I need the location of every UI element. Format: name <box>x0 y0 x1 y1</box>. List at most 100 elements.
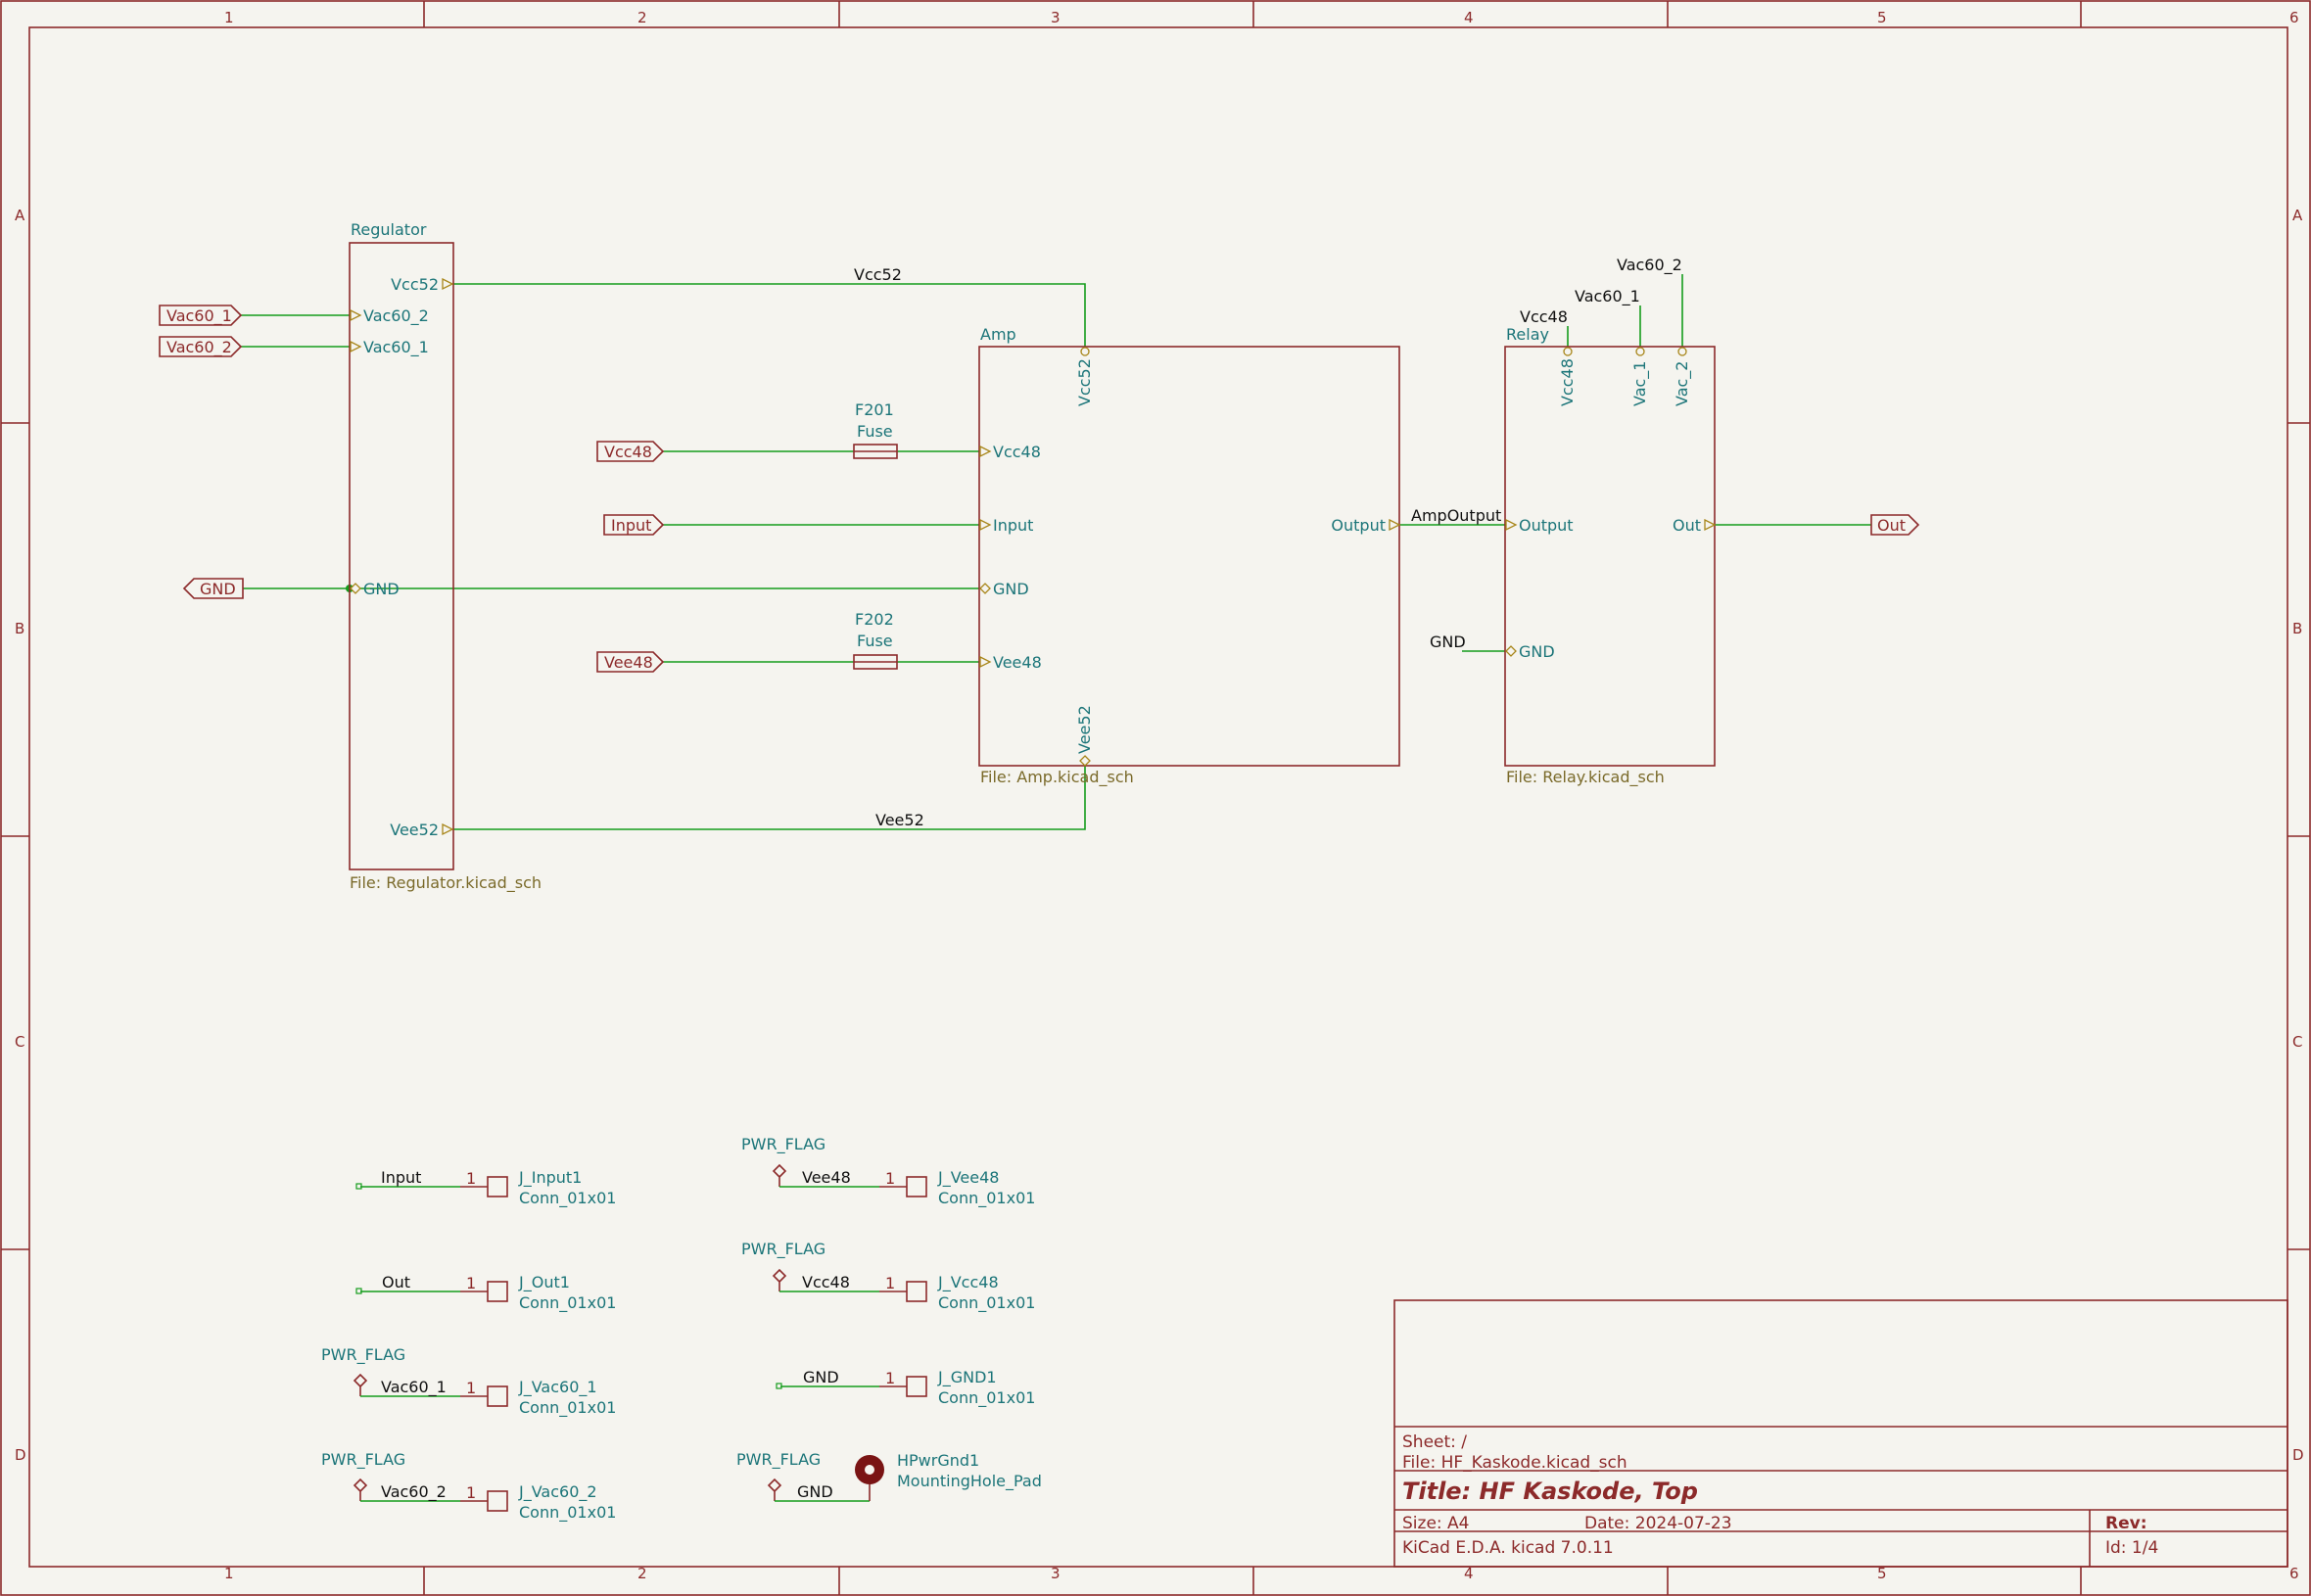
title-block-rev: Rev: <box>2105 1514 2147 1533</box>
col-label-bottom-5: 5 <box>1877 1565 1887 1582</box>
sheet-pin-relay-vac1: Vac_1 <box>1630 361 1650 406</box>
title-block-id: Id: 1/4 <box>2105 1538 2158 1558</box>
connector-j-out1[interactable]: Out 1 J_Out1 Conn_01x01 <box>355 1273 616 1313</box>
sheet-pin-vcc52: Vcc52 <box>391 275 439 294</box>
title-block-file: File: HF_Kaskode.kicad_sch <box>1402 1453 1627 1473</box>
global-label-vcc48[interactable]: Vcc48 <box>604 443 652 461</box>
row-label-right-b: B <box>2292 620 2302 637</box>
row-label-left-b: B <box>15 620 24 637</box>
title-block-title: Title: HF Kaskode, Top <box>1402 1478 1698 1505</box>
connector-j-vac60-2[interactable]: PWR_FLAG Vac60_2 1 J_Vac60_2 Conn_01x01 <box>321 1450 616 1523</box>
connector-ref-j-input1: J_Input1 <box>518 1168 582 1188</box>
col-label-bottom-3: 3 <box>1051 1565 1061 1582</box>
pwr-flag-icon <box>772 1163 787 1187</box>
connector-ref-j-vee48: J_Vee48 <box>937 1168 999 1188</box>
sheet-amp[interactable]: Amp File: Amp.kicad_sch Vcc52 Vcc48 Inpu… <box>978 325 1401 787</box>
connector-value: Conn_01x01 <box>519 1398 616 1418</box>
net-label-ampoutput: AmpOutput <box>1411 506 1501 525</box>
connector-pin-number: 1 <box>885 1274 895 1292</box>
connector-j-vcc48[interactable]: PWR_FLAG Vcc48 1 J_Vcc48 Conn_01x01 <box>741 1240 1035 1313</box>
sheet-pin-gnd: GND <box>363 580 400 598</box>
connector-pin-number: 1 <box>885 1369 895 1387</box>
connector-value: Conn_01x01 <box>519 1293 616 1313</box>
pwr-flag-label: PWR_FLAG <box>741 1240 825 1259</box>
connector-pin-number: 1 <box>885 1169 895 1188</box>
connector-j-vee48[interactable]: PWR_FLAG Vee48 1 J_Vee48 Conn_01x01 <box>741 1135 1035 1208</box>
net-label-relay-vac60-2: Vac60_2 <box>1617 256 1682 275</box>
col-label-top-5: 5 <box>1877 9 1887 26</box>
sheet-regulator-name: Regulator <box>351 220 427 239</box>
net-label-relay-vac60-1: Vac60_1 <box>1575 287 1640 306</box>
connector-value: Conn_01x01 <box>938 1189 1035 1208</box>
global-label-vac60-1[interactable]: Vac60_1 <box>166 306 232 326</box>
connector-j-gnd1[interactable]: GND 1 J_GND1 Conn_01x01 <box>776 1368 1035 1408</box>
pwr-flag-label: PWR_FLAG <box>321 1345 405 1365</box>
col-label-top-4: 4 <box>1464 9 1474 26</box>
connector-net-vac60-2: Vac60_2 <box>381 1482 447 1502</box>
sheet-regulator-file: File: Regulator.kicad_sch <box>350 873 542 893</box>
pwr-flag-icon <box>767 1478 782 1501</box>
sheet-pin-amp-input: Input <box>993 516 1033 535</box>
net-label-relay-vcc48: Vcc48 <box>1520 307 1568 326</box>
connector-j-vac60-1[interactable]: PWR_FLAG Vac60_1 1 J_Vac60_1 Conn_01x01 <box>321 1345 616 1418</box>
sheet-pin-amp-output: Output <box>1331 516 1386 535</box>
sheet-pin-relay-vcc48: Vcc48 <box>1558 358 1577 406</box>
connector-value: Conn_01x01 <box>519 1503 616 1523</box>
row-label-right-a: A <box>2292 207 2303 224</box>
pwr-flag-label: PWR_FLAG <box>736 1450 821 1470</box>
mounting-hole-net: GND <box>797 1482 833 1501</box>
row-label-right-d: D <box>2292 1446 2304 1464</box>
pwr-flag-label: PWR_FLAG <box>321 1450 405 1470</box>
sheet-pin-amp-vcc52: Vcc52 <box>1075 358 1094 406</box>
col-label-top-1: 1 <box>224 9 234 26</box>
fuse-f201-value: Fuse <box>857 422 893 441</box>
fuse-f202-ref: F202 <box>855 610 894 629</box>
connector-net-vcc48: Vcc48 <box>802 1273 850 1291</box>
sheet-relay[interactable]: Relay File: Relay.kicad_sch Vcc48 Vac_1 … <box>1504 325 1717 787</box>
col-label-bottom-6: 6 <box>2289 1565 2299 1582</box>
col-label-bottom-1: 1 <box>224 1565 234 1582</box>
sheet-pin-relay-gnd: GND <box>1519 642 1555 661</box>
mounting-hole-ref: HPwrGnd1 <box>897 1451 979 1470</box>
row-label-left-c: C <box>15 1033 24 1051</box>
sheet-pin-vac60-1: Vac60_1 <box>363 338 429 357</box>
pwr-flag-icon <box>353 1373 368 1396</box>
sheet-pin-relay-out: Out <box>1673 516 1701 535</box>
fuse-f201[interactable]: F201 Fuse <box>853 400 898 459</box>
sheet-pin-relay-output: Output <box>1519 516 1574 535</box>
title-block: Sheet: / File: HF_Kaskode.kicad_sch Titl… <box>1393 1299 2288 1568</box>
connector-pin-number: 1 <box>466 1274 476 1292</box>
connector-ref-j-out1: J_Out1 <box>518 1273 570 1292</box>
global-label-vac60-2[interactable]: Vac60_2 <box>166 338 232 357</box>
sheet-regulator[interactable]: Regulator File: Regulator.kicad_sch Vcc5… <box>349 220 542 893</box>
mounting-hole-hpwrgnd1[interactable]: PWR_FLAG GND HPwrGnd1 MountingHole_Pad <box>736 1450 1042 1502</box>
mounting-hole-value: MountingHole_Pad <box>897 1472 1042 1491</box>
sheet-amp-name: Amp <box>980 325 1016 344</box>
net-label-relay-gnd: GND <box>1430 633 1466 651</box>
global-label-input[interactable]: Input <box>611 516 651 535</box>
pwr-flag-icon <box>353 1478 368 1501</box>
connector-value: Conn_01x01 <box>938 1293 1035 1313</box>
global-label-vee48[interactable]: Vee48 <box>604 653 653 672</box>
sheet-pin-amp-vee48: Vee48 <box>993 653 1042 672</box>
pwr-flag-label: PWR_FLAG <box>741 1135 825 1154</box>
connector-j-input1[interactable]: Input 1 J_Input1 Conn_01x01 <box>355 1168 616 1208</box>
fuse-f202[interactable]: F202 Fuse <box>853 610 898 670</box>
sheet-pin-vee52: Vee52 <box>390 821 439 839</box>
col-label-top-6: 6 <box>2289 9 2299 26</box>
global-label-gnd[interactable]: GND <box>200 580 236 598</box>
connector-net-vac60-1: Vac60_1 <box>381 1378 447 1397</box>
col-label-bottom-2: 2 <box>637 1565 647 1582</box>
connector-pin-number: 1 <box>466 1483 476 1502</box>
connector-net-gnd: GND <box>803 1368 839 1386</box>
connector-pin-number: 1 <box>466 1379 476 1397</box>
wires <box>211 274 1871 830</box>
connector-net-input: Input <box>381 1168 421 1187</box>
net-label-vee52: Vee52 <box>875 811 924 829</box>
global-label-out[interactable]: Out <box>1877 516 1906 535</box>
row-label-right-c: C <box>2292 1033 2302 1051</box>
sheet-pin-amp-gnd: GND <box>993 580 1029 598</box>
global-labels: Vac60_1 Vac60_2 GND Vcc48 Input Vee48 Ou… <box>159 305 1920 673</box>
